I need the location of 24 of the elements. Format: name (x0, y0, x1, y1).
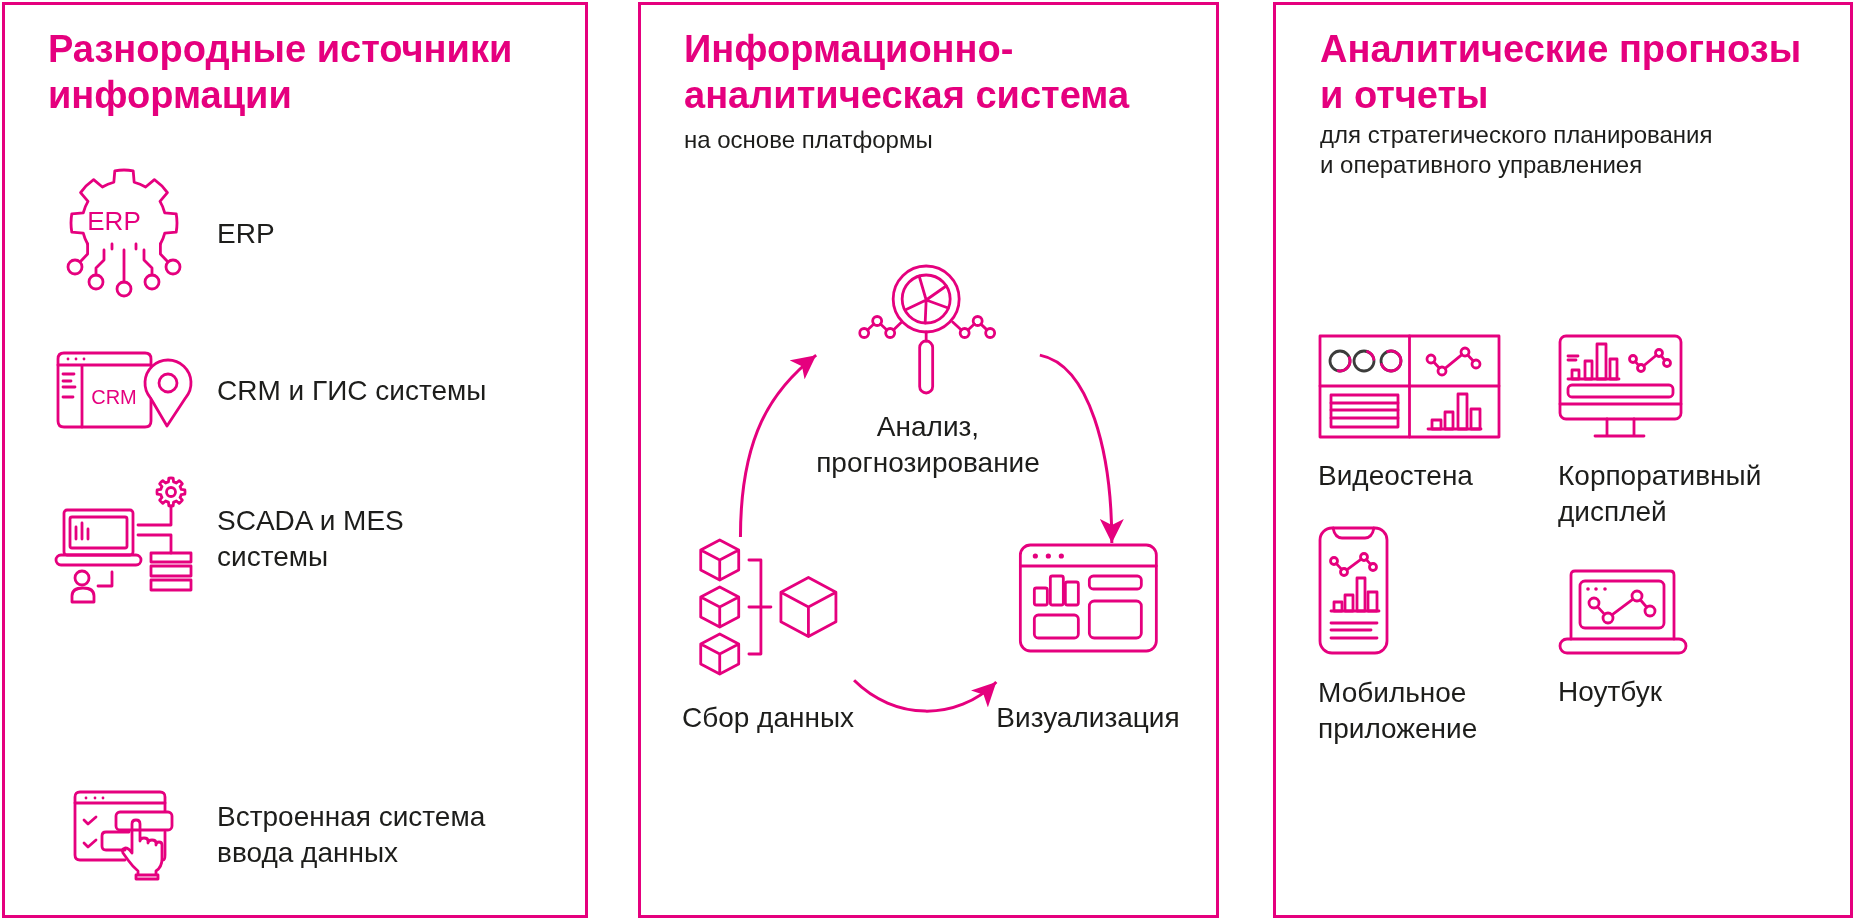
output-label: Ноутбук (1558, 675, 1662, 709)
panel (1273, 2, 1853, 918)
stage-label: Сбор данных (681, 701, 855, 735)
source-label: ERP (217, 217, 275, 251)
arrow (1039, 353, 1124, 544)
panel-heading: Разнородные источники информации (48, 27, 514, 118)
panel-heading: Аналитические прогнозы и отчеты (1320, 27, 1803, 118)
output-label: Видеостена (1318, 459, 1473, 493)
panel-subtitle: для стратегического планирования и оперативного управлениея (1320, 120, 1714, 180)
source-label: Встроенная система ввода данных (217, 800, 487, 870)
panel-subtitle: на основе платформы (684, 125, 934, 155)
source-label: SCADA и MES системы (217, 504, 405, 574)
icon-text: CRM (91, 387, 137, 407)
source-label: CRM и ГИС системы (217, 374, 487, 408)
arrow (738, 354, 818, 538)
icon-text: ERP (87, 208, 141, 234)
output-label: Мобильное приложение (1318, 676, 1478, 746)
stage-label: Визуализация (996, 701, 1180, 735)
stage-label: Анализ, прогнозирование (816, 410, 1040, 480)
arrow (853, 679, 998, 713)
panel (2, 2, 588, 918)
panel-heading: Информационно-аналитическая система (684, 27, 1131, 118)
panel (638, 2, 1219, 918)
output-label: Корпоративный дисплей (1558, 459, 1762, 529)
